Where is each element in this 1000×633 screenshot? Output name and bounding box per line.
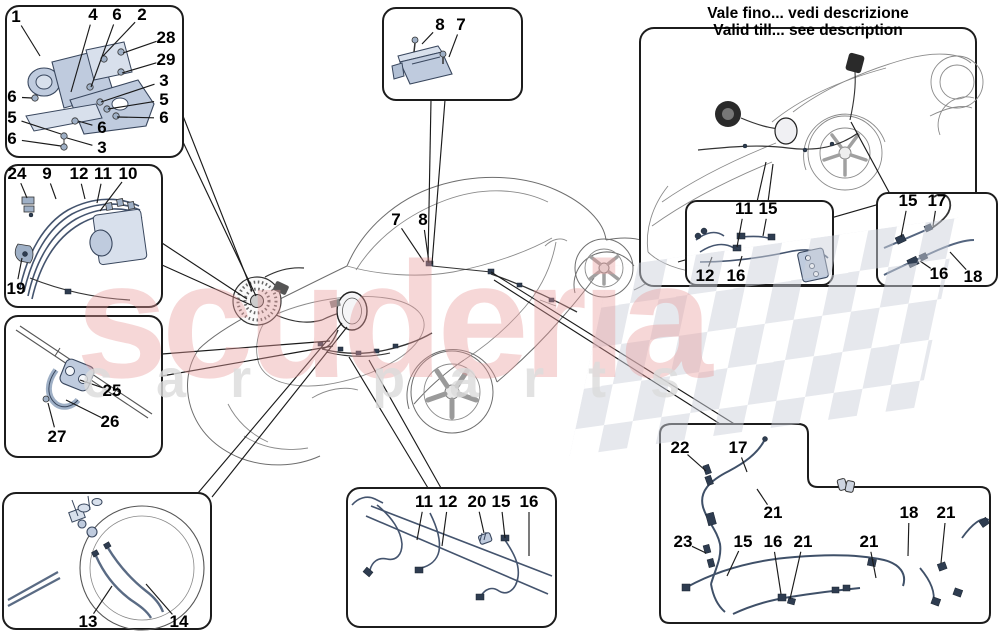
leader-abs-unit-3 — [100, 83, 155, 103]
leader-clamp-27 — [47, 402, 55, 428]
leader-rear-pipes-15 — [726, 550, 740, 577]
leader-car-7 — [401, 227, 425, 263]
leader-clamp-26 — [65, 399, 102, 419]
leader-clamp-25 — [79, 379, 103, 389]
leader-rear-pipes-21 — [756, 488, 768, 506]
validity-note-english: Valid till... see description — [713, 22, 903, 40]
leader-rear-pipes-16 — [773, 551, 782, 595]
leader-abs-unit-6 — [21, 139, 62, 147]
leader-front-pipes-12 — [441, 511, 448, 547]
leader-hydraulic-unit-11 — [96, 183, 102, 204]
leader-abs-unit-3 — [66, 137, 93, 146]
leader-rear-pipes-21 — [940, 522, 946, 564]
leader-hydraulic-unit-12 — [80, 183, 86, 200]
overview-car-drawing — [646, 52, 984, 274]
validity-note: Vale fino... vedi descrizione Valid till… — [640, 5, 976, 40]
inset-box-abs-unit — [5, 5, 184, 158]
leader-abs-unit-28 — [122, 40, 157, 54]
leader-hydraulic-unit-9 — [49, 183, 57, 200]
leader-rear-pipes-17 — [740, 457, 748, 473]
inset-box-booster — [2, 492, 212, 631]
inset-box-front-detail — [685, 200, 834, 286]
front-brake-disc — [232, 267, 341, 326]
inset-box-rear-detail — [876, 192, 998, 287]
inset-box-car-overview — [639, 27, 998, 287]
leader-sensor-box-7 — [448, 34, 459, 58]
inset-box-hydraulic-unit — [4, 164, 163, 308]
leader-hydraulic-unit-19 — [17, 257, 23, 280]
leader-abs-unit-6 — [116, 116, 155, 119]
inset-box-rear-pipes — [659, 423, 991, 624]
inset-box-front-pipes — [346, 487, 557, 628]
main-car-drawing — [187, 176, 661, 466]
leader-abs-unit-5 — [107, 101, 155, 110]
leader-hydraulic-unit-24 — [20, 182, 28, 199]
inset-box-sensor — [382, 7, 523, 101]
leader-abs-unit-2 — [102, 21, 136, 57]
leader-abs-unit-29 — [121, 62, 157, 74]
leader-booster-13 — [93, 585, 113, 615]
leader-front-pipes-15 — [501, 511, 506, 539]
validity-note-italian: Vale fino... vedi descrizione — [707, 5, 909, 22]
leader-abs-unit-4 — [70, 24, 91, 93]
leader-rear-pipes-22 — [687, 454, 707, 472]
leader-front-pipes-20 — [478, 511, 485, 534]
leader-abs-unit-6 — [77, 120, 93, 126]
leader-front-pipes-11 — [416, 511, 423, 541]
leader-abs-unit-1 — [20, 25, 41, 57]
leader-hydraulic-unit-10 — [99, 181, 123, 212]
inset-box-pipe-clamp — [4, 315, 163, 458]
leader-rear-pipes-21 — [789, 551, 802, 600]
brake-booster — [329, 291, 368, 331]
leader-abs-unit-6 — [21, 96, 33, 99]
leader-abs-unit-6 — [90, 24, 115, 88]
leader-car-8 — [423, 229, 430, 264]
leader-rear-pipes-21 — [870, 551, 877, 579]
leader-booster-14 — [145, 583, 173, 615]
leader-sensor-box-8 — [421, 31, 434, 45]
leader-abs-unit-5 — [21, 120, 62, 135]
leader-rear-pipes-23 — [691, 545, 707, 554]
leader-rear-pipes-18 — [907, 522, 910, 557]
